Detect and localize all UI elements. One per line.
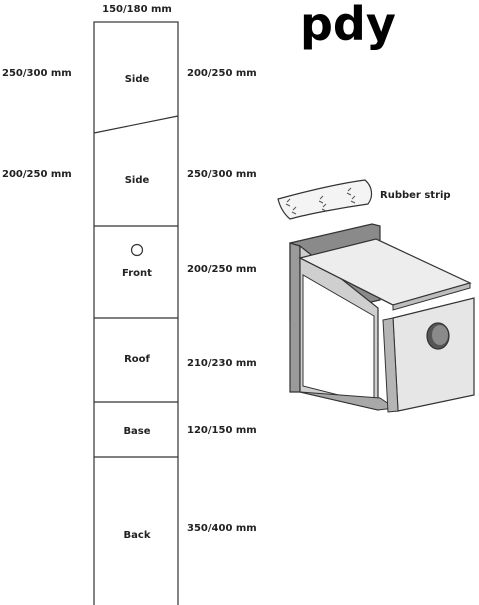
section-side-2: Side xyxy=(125,175,150,186)
plank-width-label: 150/180 mm xyxy=(102,4,172,15)
plank-outline xyxy=(93,21,179,605)
dim-right-back: 350/400 mm xyxy=(187,523,257,534)
entrance-hole-icon xyxy=(130,243,144,257)
dim-right-side-2: 250/300 mm xyxy=(187,169,257,180)
section-roof: Roof xyxy=(124,354,150,365)
rubber-strip-illustration xyxy=(277,179,373,220)
section-base: Base xyxy=(123,426,150,437)
section-side-1: Side xyxy=(125,74,150,85)
section-front: Front xyxy=(122,268,152,279)
dim-right-roof: 210/230 mm xyxy=(187,358,257,369)
assembled-box-illustration xyxy=(289,223,475,413)
section-back: Back xyxy=(124,530,151,541)
dim-right-front: 200/250 mm xyxy=(187,264,257,275)
dim-left-side-1: 250/300 mm xyxy=(2,68,72,79)
dim-right-base: 120/150 mm xyxy=(187,425,257,436)
rubber-strip-label: Rubber strip xyxy=(380,190,451,201)
side-diagonal-cut xyxy=(93,115,179,134)
dim-right-side-1: 200/250 mm xyxy=(187,68,257,79)
dim-left-side-2: 200/250 mm xyxy=(2,169,72,180)
title-fragment: pdy xyxy=(300,0,396,51)
